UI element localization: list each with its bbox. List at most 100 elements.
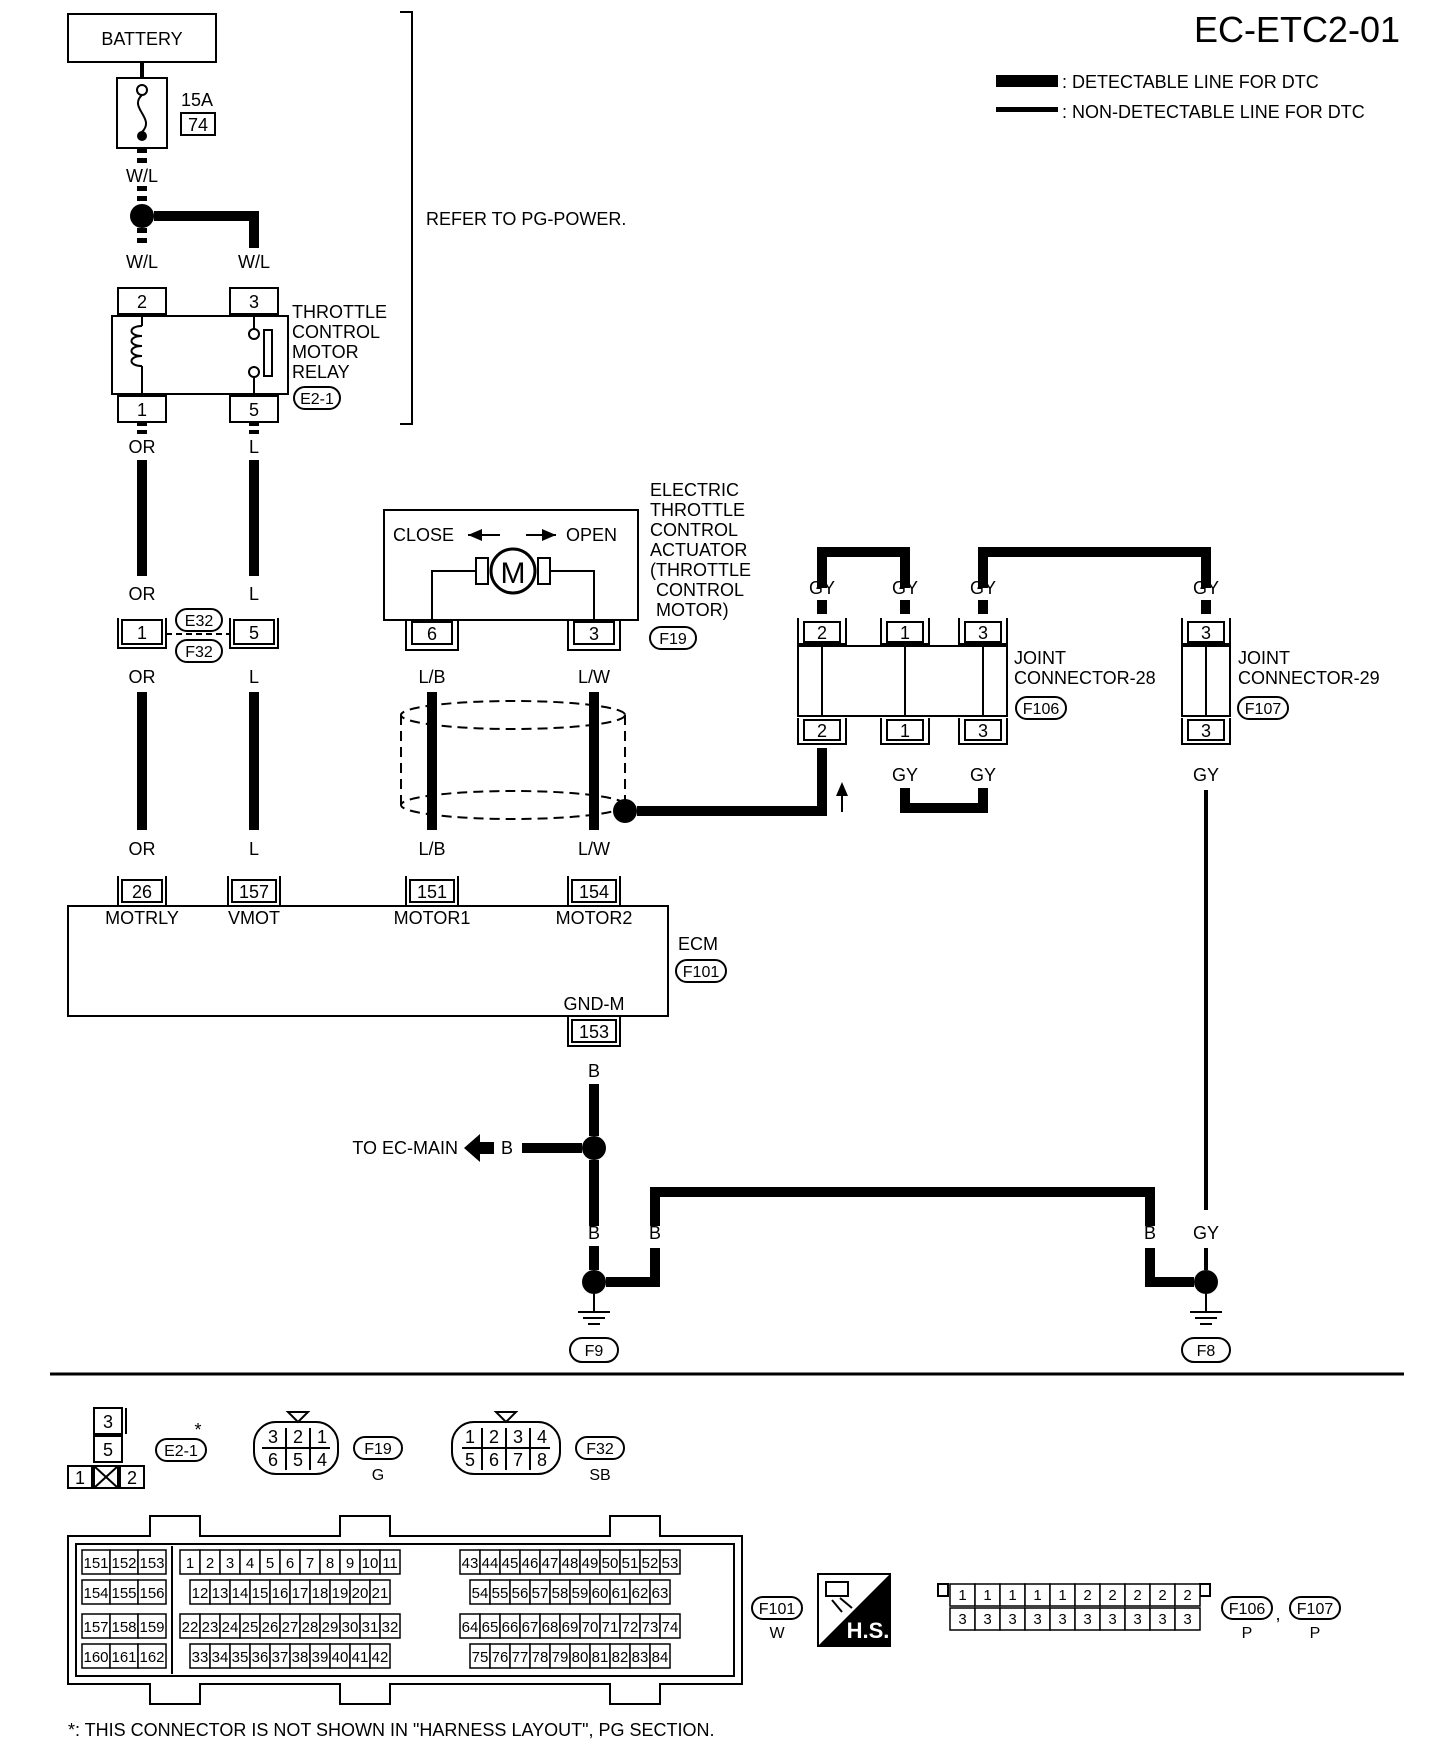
actuator-label-5: (THROTTLE <box>650 560 751 580</box>
relay-pin-2: 2 <box>137 292 147 312</box>
ecm-term-vmot: VMOT <box>228 908 280 928</box>
harness-side-icon: H.S. <box>817 1573 891 1647</box>
motor-icon <box>489 547 537 595</box>
f101-pin-66: 66 <box>502 1619 519 1636</box>
relay-label-3: MOTOR <box>292 342 359 362</box>
joint-top-pin-6: 2 <box>1108 1587 1116 1604</box>
joint-top-pin-5: 2 <box>1083 1587 1091 1604</box>
f101-pin-39: 39 <box>312 1649 329 1666</box>
ecm-term-motor1: MOTOR1 <box>394 908 471 928</box>
f19-pin-4: 4 <box>317 1450 327 1470</box>
relay-switch-icon <box>248 328 260 340</box>
f101-pin-29: 29 <box>322 1619 339 1636</box>
f101-pin-7: 7 <box>306 1555 314 1572</box>
ecm-term-motor2: MOTOR2 <box>556 908 633 928</box>
wire-label-lw-1: L/W <box>578 667 610 687</box>
f101-pin-50: 50 <box>602 1555 619 1572</box>
f101-pin-9: 9 <box>346 1555 354 1572</box>
wire-label-gy-5: GY <box>892 765 918 785</box>
page-id: EC-ETC2-01 <box>1194 9 1400 50</box>
f101-pin-10: 10 <box>362 1555 379 1572</box>
f101-pin-43: 43 <box>462 1555 479 1572</box>
joint29-label-2: CONNECTOR-29 <box>1238 668 1380 688</box>
relay-coil-icon <box>130 325 143 367</box>
actuator-open: OPEN <box>566 525 617 545</box>
f101-pin-153-cell <box>137 1549 167 1575</box>
joint-top-pin-1: 1 <box>983 1587 991 1604</box>
wire-label-b-5: B <box>1144 1223 1156 1243</box>
f101-pin-8: 8 <box>326 1555 334 1572</box>
joint-id-f107: F107 <box>1297 1601 1334 1618</box>
f101-pin-67: 67 <box>522 1619 539 1636</box>
f101-pin-154-cell <box>81 1579 111 1605</box>
e2-1-id: E2-1 <box>164 1443 198 1460</box>
f101-pin-152-cell <box>109 1549 139 1575</box>
wire-label-gy-1: GY <box>809 578 835 598</box>
f19-pin-6: 6 <box>268 1450 278 1470</box>
f101-pin-72: 72 <box>622 1619 639 1636</box>
joint-id-separator: , <box>1275 1604 1280 1624</box>
f101-pin-21: 21 <box>372 1585 389 1602</box>
f101-pin-32-cell <box>379 1613 401 1639</box>
harness-pin-1: 1 <box>137 623 147 643</box>
joint28-bottom-pin-3: 3 <box>978 721 988 741</box>
legend-thick-line <box>996 75 1058 87</box>
motor-label: M <box>501 557 526 590</box>
f101-id: F101 <box>759 1601 796 1618</box>
e2-1-pin-2: 2 <box>127 1468 137 1488</box>
legend-non-detectable: : NON-DETECTABLE LINE FOR DTC <box>1062 102 1365 122</box>
f101-pin-48: 48 <box>562 1555 579 1572</box>
joint28-bottom-pin-2: 2 <box>817 721 827 741</box>
wire-label-or-1: OR <box>129 437 156 457</box>
f101-pin-51: 51 <box>622 1555 639 1572</box>
f101-pin-161-cell <box>109 1643 139 1669</box>
wire-label-lb-1: L/B <box>418 667 445 687</box>
relay-pin-3: 3 <box>249 292 259 312</box>
joint28-top-pin-2: 2 <box>817 623 827 643</box>
f101-pin-30: 30 <box>342 1619 359 1636</box>
joint-bottom-pin-6: 3 <box>1108 1611 1116 1628</box>
f101-pin-38: 38 <box>292 1649 309 1666</box>
actuator-label-6: CONTROL <box>656 580 744 600</box>
wire-label-wl-3: W/L <box>238 252 270 272</box>
joint-bottom-pin-2: 3 <box>1008 1611 1016 1628</box>
ecm-connector-id: F101 <box>683 964 720 981</box>
f101-pin-157: 157 <box>83 1619 108 1636</box>
f101-pin-63: 63 <box>652 1585 669 1602</box>
f101-pin-49: 49 <box>582 1555 599 1572</box>
f101-pin-36: 36 <box>252 1649 269 1666</box>
fuse-number: 74 <box>188 115 208 135</box>
wire-label-l-1: L <box>249 437 259 457</box>
joint-id-f106: F106 <box>1229 1601 1266 1618</box>
joint-connector-28: 2 1 3 2 1 3 <box>797 618 1008 745</box>
f101-pin-78: 78 <box>532 1649 549 1666</box>
f101-pin-17: 17 <box>292 1585 309 1602</box>
f101-pin-161: 161 <box>111 1649 136 1666</box>
f101-pin-33: 33 <box>192 1649 209 1666</box>
f101-pin-11: 11 <box>382 1555 398 1572</box>
actuator-label-7: MOTOR) <box>656 600 729 620</box>
f101-pin-154: 154 <box>83 1585 108 1602</box>
f101-pin-82: 82 <box>612 1649 629 1666</box>
f101-pin-25: 25 <box>242 1619 259 1636</box>
joint-bottom-pin-9: 3 <box>1183 1611 1191 1628</box>
joint-bottom-pin-4: 3 <box>1058 1611 1066 1628</box>
f101-pin-155-cell <box>109 1579 139 1605</box>
relay-label-4: RELAY <box>292 362 350 382</box>
joint-bottom-pin-9-cell <box>1174 1607 1201 1631</box>
f101-pin-16: 16 <box>272 1585 289 1602</box>
arrow-left-icon <box>464 1134 480 1162</box>
actuator-label-1: ELECTRIC <box>650 480 739 500</box>
f101-pin-80: 80 <box>572 1649 589 1666</box>
f101-pin-20: 20 <box>352 1585 369 1602</box>
joint-bottom-pin-1: 3 <box>983 1611 991 1628</box>
actuator-close: CLOSE <box>393 525 454 545</box>
joint-top-pin-4: 1 <box>1058 1587 1066 1604</box>
joint-top-pin-9-cell <box>1174 1583 1201 1607</box>
refer-note: REFER TO PG-POWER. <box>426 209 626 229</box>
f101-pin-156: 156 <box>139 1585 164 1602</box>
f101-pin-158: 158 <box>111 1619 136 1636</box>
f101-pin-3: 3 <box>226 1555 234 1572</box>
f101-pin-19: 19 <box>332 1585 349 1602</box>
connector-view-e2-1: 3 5 1 2 <box>67 1407 145 1489</box>
